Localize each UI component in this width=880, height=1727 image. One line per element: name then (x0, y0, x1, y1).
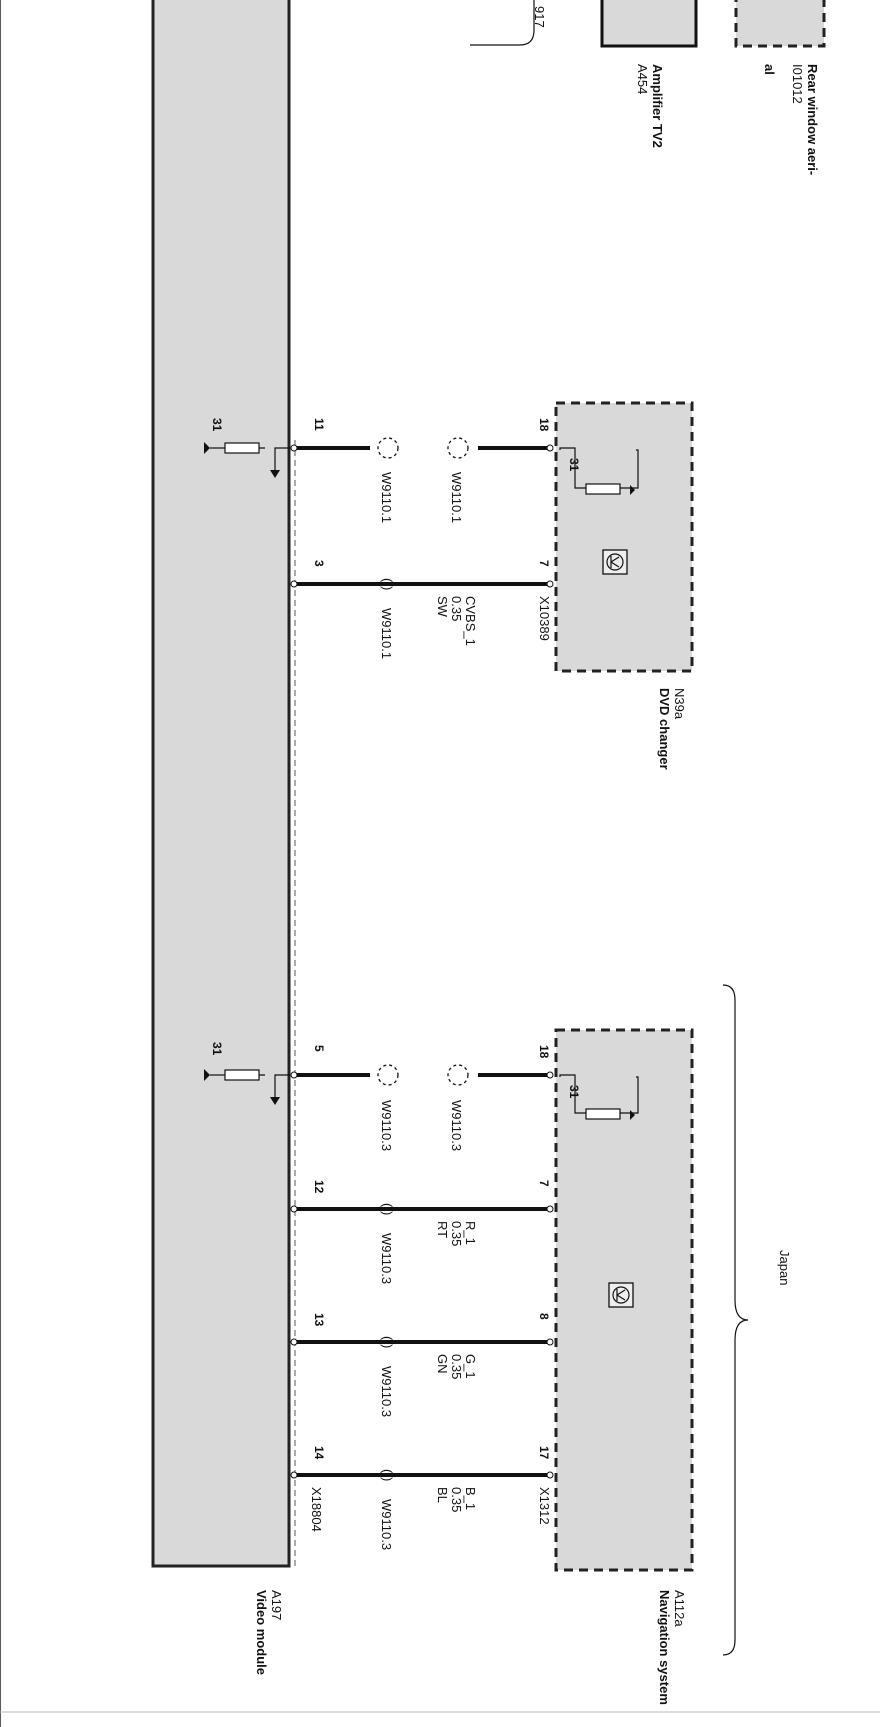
dvd-code: N39a (672, 688, 687, 720)
svg-text:B_1: B_1 (463, 1487, 478, 1510)
dvd-transistor-icon (602, 549, 628, 575)
nav-ground-31: 31 (204, 1042, 290, 1105)
dvd-cvbs-wire: ( ) 3 7 W9110.1 CVBS_1 0.35 SW X10389 (290, 560, 554, 659)
svg-text:31: 31 (567, 458, 581, 472)
svg-text:W9110.3: W9110.3 (379, 1100, 394, 1151)
svg-text:0.35: 0.35 (449, 596, 464, 621)
amplifier-name: Amplifier TV2 (650, 64, 665, 148)
nav-internal-ground: 31 (559, 1074, 639, 1120)
rear-aerial-name-1: Rear window aeri- (805, 64, 820, 175)
svg-text:X1312: X1312 (537, 1487, 552, 1525)
svg-text:( ): ( ) (380, 1336, 395, 1348)
svg-text:31: 31 (210, 418, 224, 432)
video-module-code: A197 (269, 1590, 284, 1620)
svg-text:0.35: 0.35 (449, 1487, 464, 1512)
svg-text:31: 31 (567, 1085, 581, 1099)
nav-code: A112a (672, 1590, 687, 1627)
svg-text:W9110.3: W9110.3 (449, 1100, 464, 1151)
svg-text:18: 18 (537, 418, 551, 432)
svg-text:X18804: X18804 (309, 1487, 324, 1532)
video-module-name: Video module (254, 1590, 269, 1675)
svg-text:7: 7 (537, 560, 551, 567)
svg-text:7: 7 (537, 1180, 551, 1187)
svg-text:8: 8 (537, 1313, 551, 1320)
svg-text:RT: RT (435, 1221, 450, 1238)
japan-label: Japan (777, 1250, 792, 1285)
video-module-box (151, 0, 291, 1568)
svg-text:13: 13 (312, 1313, 326, 1327)
svg-text:R_1: R_1 (463, 1221, 478, 1245)
nav-r-wire: ( ) 12 7 W9110.3 R_1 0.35 RT (290, 1180, 554, 1284)
svg-text:BL: BL (435, 1487, 450, 1503)
svg-text:17: 17 (537, 1446, 551, 1460)
svg-text:18: 18 (537, 1045, 551, 1059)
svg-text:G_1: G_1 (463, 1354, 478, 1379)
nav-name: Navigation system (657, 1590, 672, 1705)
nav-shield-wire: 5 18 W9110.3 W9110.3 (290, 1045, 554, 1151)
partial-ref-text: 917 (532, 6, 547, 28)
svg-text:SW: SW (435, 596, 450, 618)
nav-b-wire: ( ) 14 17 W9110.3 B_1 0.35 BL X18804 X13… (290, 1446, 554, 1550)
dvd-internal-ground: 31 (559, 447, 639, 495)
nav-g-wire: ( ) 13 8 W9110.3 G_1 0.35 GN (290, 1313, 554, 1417)
dvd-name: DVD changer (657, 688, 672, 770)
svg-text:W9110.1: W9110.1 (449, 472, 464, 523)
amplifier-box (600, 0, 698, 48)
svg-text:W9110.3: W9110.3 (379, 1366, 394, 1417)
partial-bracket (470, 0, 535, 46)
dvd-changer-box (554, 401, 694, 673)
svg-text:( ): ( ) (380, 1469, 395, 1481)
svg-text:14: 14 (312, 1446, 326, 1460)
svg-text:12: 12 (312, 1180, 326, 1194)
svg-text:11: 11 (312, 418, 326, 431)
svg-text:31: 31 (210, 1042, 224, 1056)
svg-text:3: 3 (312, 560, 326, 567)
svg-text:GN: GN (435, 1354, 450, 1374)
amplifier-code: A454 (635, 64, 650, 94)
svg-text:0.35: 0.35 (449, 1354, 464, 1379)
svg-text:0.35: 0.35 (449, 1221, 464, 1246)
svg-text:W9110.1: W9110.1 (379, 608, 394, 659)
rear-aerial-name-2: al (762, 64, 777, 75)
dvd-shield-wire: 11 18 W9110.1 W9110.1 (290, 418, 554, 523)
svg-text:CVBS_1: CVBS_1 (463, 596, 478, 646)
rear-aerial-code: I01012 (790, 64, 805, 104)
svg-text:W9110.3: W9110.3 (379, 1233, 394, 1284)
svg-text:X10389: X10389 (537, 596, 552, 641)
nav-transistor-icon (608, 1282, 634, 1308)
dvd-ground-31: 31 (204, 418, 290, 478)
svg-text:W9110.1: W9110.1 (379, 472, 394, 523)
japan-bracket (722, 984, 749, 1656)
svg-text:W9110.3: W9110.3 (379, 1499, 394, 1550)
rear-aerial-box (734, 0, 826, 48)
svg-text:( ): ( ) (380, 1203, 395, 1215)
svg-text:5: 5 (312, 1045, 326, 1052)
svg-text:( ): ( ) (380, 578, 395, 590)
